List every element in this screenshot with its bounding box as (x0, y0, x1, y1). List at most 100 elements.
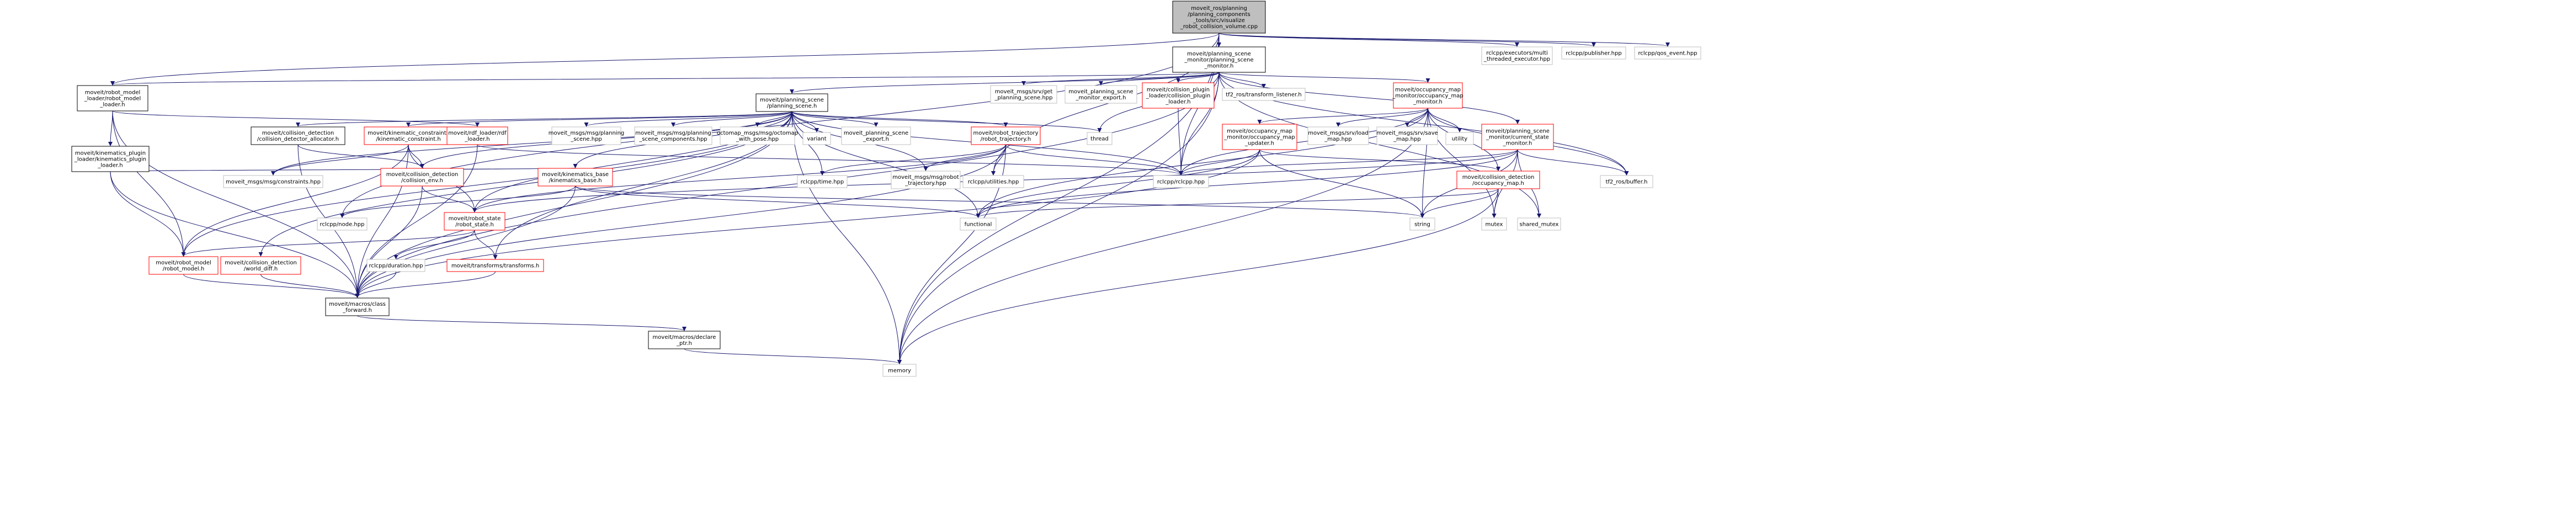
node-rm[interactable]: moveit/robot_model/robot_model.h (148, 256, 219, 275)
node-mtx: mutex (1481, 217, 1507, 231)
node-label-line: _loader.h (97, 163, 123, 169)
node-mrt: moveit_msgs/msg/robot_trajectory.hpp (891, 171, 961, 189)
node-box (1481, 124, 1554, 150)
node-box (148, 256, 219, 275)
node-func: functional (960, 217, 997, 231)
node-kb[interactable]: moveit/kinematics_base/kinematics_base.h (537, 168, 613, 187)
node-kc[interactable]: moveit/kinematic_constraints/kinematic_c… (364, 126, 453, 145)
node-label-line: _loader.h (464, 136, 489, 142)
node-label-line: memory (888, 368, 911, 374)
node-psm[interactable]: moveit/planning_scene_monitor/planning_s… (1172, 46, 1266, 73)
edge-psm-to-cf (355, 72, 1220, 298)
edge-rs-to-dur (393, 230, 475, 259)
node-cf[interactable]: moveit/macros/class_forward.h (325, 297, 390, 316)
edge-omm-to-msl (1336, 108, 1428, 127)
edge-kb-to-node (340, 185, 576, 218)
node-label-line: _export.h (863, 136, 889, 142)
node-label-line: _updater.h (1244, 141, 1274, 147)
node-label-line: _trajectory.hpp (904, 180, 946, 187)
edge-wd-to-cf (260, 274, 360, 298)
edge-ommu-to-func (976, 149, 1260, 218)
edge-cf-to-dp (357, 315, 686, 331)
node-box (1456, 171, 1540, 189)
node-rml[interactable]: moveit/robot_model_loader/robot_model_lo… (77, 85, 148, 111)
node-label-line: _map.hpp (1393, 136, 1420, 142)
node-label-line: _monitor.h (1503, 141, 1532, 147)
node-label-line: moveit/planning_scene (760, 97, 824, 103)
node-label-line: /world_diff.h (244, 266, 278, 272)
node-box (990, 85, 1057, 104)
edge-dur-to-cf (355, 271, 396, 298)
node-label-line: _threaded_executor.hpp (1483, 56, 1550, 62)
node-label-line: _monitor_export.h (1075, 95, 1126, 101)
edge-ommu-to-rcl (1179, 149, 1260, 176)
node-box (77, 85, 148, 111)
node-box (1634, 46, 1701, 60)
node-label-line: rclcpp/executors/multi (1486, 50, 1548, 56)
edge-csm-to-rcl (1179, 149, 1518, 176)
node-mcon: moveit_msgs/msg/constraints.hpp (223, 175, 323, 188)
node-cenv[interactable]: moveit/collision_detection/collision_env… (380, 168, 464, 187)
node-label-line: moveit/occupancy_map (1395, 87, 1461, 93)
node-csm[interactable]: moveit/planning_scene_monitor/current_st… (1481, 124, 1554, 150)
node-label-line: moveit/robot_trajectory (973, 130, 1038, 136)
edge-kc-to-rm (181, 144, 409, 257)
edge-rs-to-rm (181, 230, 475, 257)
node-label-line: _with_pose.hpp (736, 136, 779, 142)
node-label-line: moveit/collision_detection (1462, 174, 1535, 180)
node-om[interactable]: moveit/collision_detection/occupancy_map… (1456, 171, 1540, 189)
node-label-line: moveit/transforms/transforms.h (451, 263, 539, 269)
node-label-line: moveit/planning_scene (1486, 129, 1550, 135)
edge-cda-to-cenv (297, 144, 424, 168)
node-tr[interactable]: moveit/transforms/transforms.h (446, 259, 544, 272)
edge-kb-to-cf (355, 185, 576, 298)
node-label-line: rclcpp/node.hpp (320, 222, 365, 228)
node-label-line: /kinematic_constraint.h (376, 136, 440, 142)
node-kpl[interactable]: moveit/kinematics_plugin_loader/kinemati… (71, 146, 150, 172)
node-label-line: moveit_planning_scene (844, 130, 908, 136)
node-ommu[interactable]: moveit/occupancy_map_monitor/occupancy_m… (1222, 124, 1297, 150)
node-thr: thread (1087, 132, 1113, 145)
node-box (223, 175, 323, 188)
node-label-line: _loader/robot_model (84, 96, 141, 102)
node-mem: memory (882, 364, 917, 377)
node-label-line: moveit/kinematic_constraints (368, 130, 449, 136)
node-cpl[interactable]: moveit/collision_plugin_loader/collision… (1142, 82, 1215, 109)
node-box (1065, 85, 1137, 104)
node-label-line: moveit_msgs/msg/planning (549, 130, 625, 136)
node-box (720, 126, 795, 145)
edge-psm-to-psme (1099, 72, 1220, 86)
node-rt[interactable]: moveit/robot_trajectory/robot_trajectory… (971, 126, 1041, 145)
node-label-line: tf2_ros/transform_listener.h (1226, 92, 1301, 98)
node-dp[interactable]: moveit/macros/declare_ptr.h (648, 331, 721, 349)
node-box (971, 126, 1041, 145)
node-label-line: moveit/macros/declare (653, 334, 716, 341)
node-ps[interactable]: moveit/planning_scene/planning_scene.h (755, 93, 828, 112)
edge-cenv-to-rs (422, 185, 477, 212)
edge-rt-to-time (820, 144, 1006, 176)
edge-dp-to-mem (684, 348, 902, 364)
edge-rml-to-rdf (112, 110, 480, 127)
node-box (325, 297, 390, 316)
edge-rt-to-mrt (923, 144, 1006, 171)
node-box (1517, 217, 1561, 231)
edge-ps-to-mpsc (671, 111, 792, 127)
edge-om-to-str (1420, 188, 1499, 218)
edge-tr-to-cf (355, 271, 496, 298)
node-box (446, 126, 508, 145)
node-label-line: rclcpp/duration.hpp (369, 263, 423, 269)
node-box (802, 132, 831, 145)
node-omm[interactable]: moveit/occupancy_map_monitor/occupancy_m… (1392, 82, 1463, 109)
node-rdf[interactable]: moveit/rdf_loader/rdf_loader.h (446, 126, 508, 145)
node-label-line: moveit/macros/class (329, 301, 386, 307)
edge-root-to-pub (1218, 33, 1596, 47)
node-root[interactable]: moveit_ros/planning/planning_components_… (1172, 1, 1266, 34)
node-wd[interactable]: moveit/collision_detection/world_diff.h (220, 256, 301, 275)
edge-ps-to-kc (406, 111, 792, 127)
node-box (634, 126, 712, 145)
node-rs[interactable]: moveit/robot_state/robot_state.h (444, 212, 505, 231)
edge-ps-to-mem (791, 111, 902, 364)
edge-ps-to-thr (791, 111, 1102, 132)
node-label-line: moveit_msgs/msg/robot (892, 174, 959, 180)
node-cda[interactable]: moveit/collision_detection/collision_det… (251, 126, 345, 145)
